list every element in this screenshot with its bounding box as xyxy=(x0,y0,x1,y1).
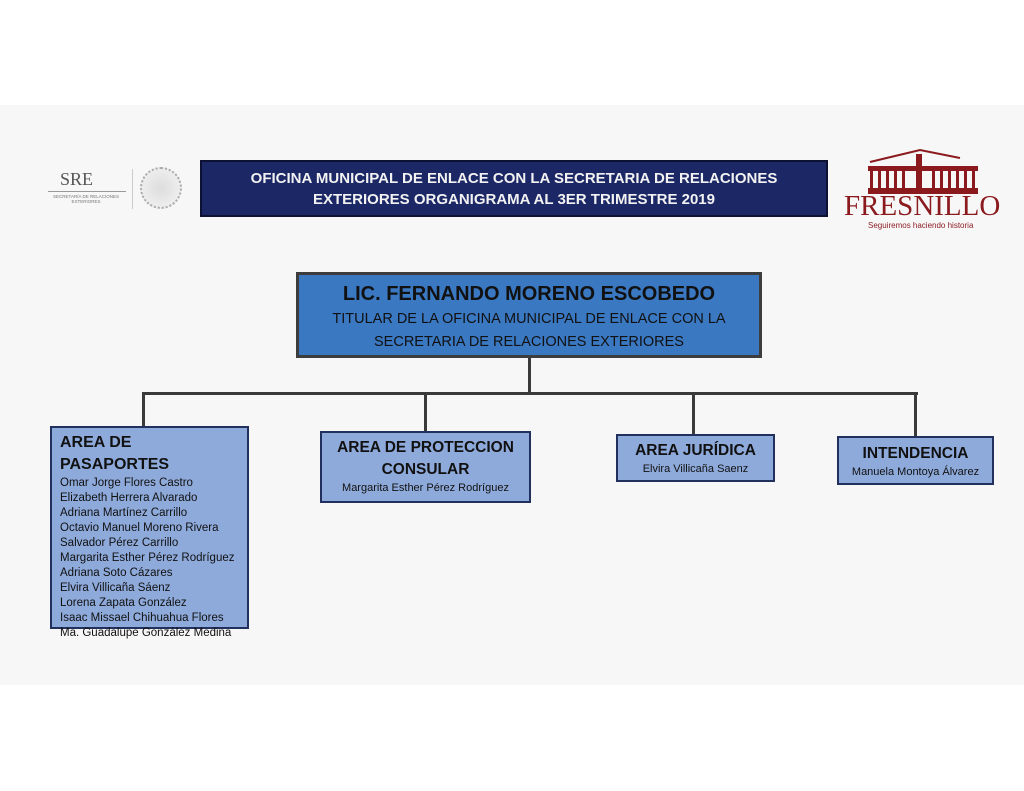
connector xyxy=(914,394,917,437)
member: Elizabeth Herrera Alvarado xyxy=(60,492,198,504)
member: Margarita Esther Pérez Rodríguez xyxy=(60,552,235,564)
member: Salvador Pérez Carrillo xyxy=(60,537,179,549)
area-juridica-box: AREA JURÍDICA Elvira Villicaña Saenz xyxy=(616,434,775,482)
member: Lorena Zapata González xyxy=(60,597,187,609)
connector xyxy=(142,392,145,427)
page-title: OFICINA MUNICIPAL DE ENLACE CON LA SECRE… xyxy=(200,160,828,217)
member: Elvira Villicaña Sáenz xyxy=(60,582,171,594)
fresnillo-logo: FRESNILLO Seguiremos haciendo historia xyxy=(840,148,1005,230)
connector xyxy=(142,392,918,395)
connector xyxy=(528,358,531,394)
building-icon xyxy=(868,148,978,194)
member: Ma. Guadalupe González Medina xyxy=(60,627,232,639)
member: Adriana Martínez Carrillo xyxy=(60,507,188,519)
member: Isaac Missael Chihuahua Flores xyxy=(60,612,224,624)
member: Margarita Esther Pérez Rodríguez xyxy=(342,482,509,494)
head-box: LIC. FERNANDO MORENO ESCOBEDO TITULAR DE… xyxy=(296,272,762,358)
connector xyxy=(692,394,695,434)
connector xyxy=(424,394,427,432)
member: Manuela Montoya Álvarez xyxy=(851,466,980,478)
member: Octavio Manuel Moreno Rivera xyxy=(60,522,219,534)
seal-icon xyxy=(140,167,182,209)
area-proteccion-consular-box: AREA DE PROTECCION CONSULAR Margarita Es… xyxy=(320,431,531,503)
area-pasaportes-box: AREA DE PASAPORTES Omar Jorge Flores Cas… xyxy=(50,426,249,639)
member: Adriana Soto Cázares xyxy=(60,567,173,579)
member: Omar Jorge Flores Castro xyxy=(60,477,193,489)
area-intendencia-box: INTENDENCIA Manuela Montoya Álvarez xyxy=(837,436,994,485)
member: Elvira Villicaña Saenz xyxy=(642,463,749,475)
sre-logo: SRE SECRETARÍA DE RELACIONES EXTERIORES xyxy=(40,165,190,215)
